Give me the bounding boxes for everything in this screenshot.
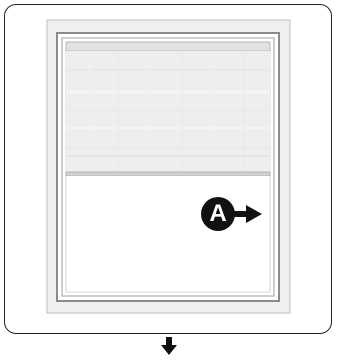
shade-fabric: [66, 51, 270, 172]
down-arrow-icon: [161, 337, 177, 355]
shade-headrail: [65, 41, 271, 52]
window-glass: [67, 176, 269, 291]
shade-bottom-rail: [65, 171, 271, 177]
callout-marker: [201, 197, 235, 231]
callout-letter: A: [209, 200, 227, 227]
right-arrow-icon: [234, 205, 262, 223]
